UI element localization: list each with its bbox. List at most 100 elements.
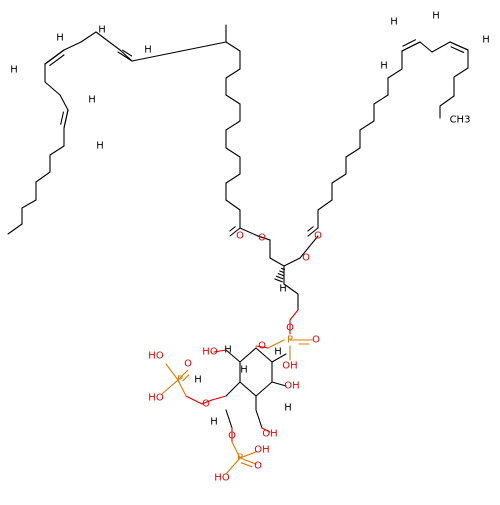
alkene-hydrogen-8: H [380,61,388,72]
bond-line-76 [283,283,299,295]
bond-line-37 [122,49,133,57]
bond-line-72 [269,257,285,267]
alkene-hydrogen-10: H [482,35,490,46]
bond-line-40 [63,109,69,129]
bond-line-116 [231,441,241,459]
bond-line-117 [239,457,257,465]
bond-line-22 [63,41,82,51]
bond-line-92 [239,347,257,363]
ring-hydrogen-1: H [224,345,232,356]
phosphorus-1: P [287,335,293,346]
bond-line-118 [240,462,253,468]
bond-line-21 [80,31,97,43]
ester-oxygen-right: O [302,253,310,264]
ester-oxygen-left: O [258,233,266,244]
bond-line-5 [225,147,241,158]
bond-line-26 [59,94,69,111]
bond-line-114 [225,409,233,429]
carbonyl-oxygen-left: O [236,231,244,242]
phosphate-hydroxyl-2b: HO [148,393,164,404]
bond-line-62 [439,95,455,107]
bond-line-120 [239,451,257,459]
bond-line-31 [35,171,51,183]
bond-line-41 [60,111,64,125]
bond-line-64 [307,227,319,237]
bond-line-99 [225,381,241,397]
alkene-hydrogen-9: H [432,11,440,22]
phosphoryl-oxygen-2: O [184,359,192,370]
bond-line-56 [419,41,433,53]
bond-line-15 [229,227,241,237]
bond-line-79 [257,235,271,241]
bond-line-95 [255,381,273,397]
bond-line-112 [165,363,179,381]
phosphoryl-oxygen-3: O [254,461,262,472]
bond-line-7 [225,120,241,131]
bond-line-17 [239,227,259,237]
ring-hydrogen-3: H [274,347,282,358]
phosphate-ester-oxygen-2: O [202,399,210,410]
bond-line-29 [49,145,65,156]
alkene-hydrogen-1: H [56,33,64,44]
alkene-hydrogen-3: H [98,25,106,36]
alkene-hydrogen-4: H [144,45,152,56]
bond-line-107 [201,399,213,405]
bond-line-69 [450,46,465,53]
phosphate-ester-oxygen-3: O [228,431,236,442]
bond-line-16 [229,226,236,232]
ring-hydrogen-2: H [240,365,248,376]
bond-line-110 [177,369,189,381]
terminal-methyl-right: CH3 [450,115,471,126]
bond-line-3 [225,173,241,184]
alkene-hydrogen-5: H [88,95,96,106]
bond-line-74 [299,235,319,259]
bond-line-103 [213,349,227,353]
bond-line-25 [44,81,61,96]
bond-line-97 [255,347,273,363]
bond-line-18 [131,41,227,62]
bond-line-80 [280,267,285,270]
ring-hydrogen-5: H [210,417,218,428]
bond-line-113 [161,379,179,395]
bond-line-35 [7,223,23,235]
bond-line-53 [387,68,403,79]
ring-hydrogen-6: H [194,375,202,386]
bond-line-108 [185,395,203,405]
bond-line-91 [255,345,269,349]
bond-line-36 [117,51,133,62]
alkene-hydrogen-2: H [10,65,18,76]
bond-line-106 [211,395,227,401]
bond-line-98 [225,349,241,363]
phosphate-hydroxyl-2a: HO [148,351,164,362]
bond-line-104 [255,409,263,429]
bond-line-90 [267,339,285,349]
phosphoryl-oxygen-1: O [312,335,320,346]
bond-line-60 [453,67,469,78]
phosphorus-2: P [177,375,183,386]
bond-line-38 [44,49,65,65]
bond-line-73 [283,257,301,267]
bond-line-68 [449,41,469,51]
bond-line-51 [373,94,389,105]
bond-line-33 [21,199,37,209]
bond-line-39 [49,54,65,66]
bond-line-94 [239,381,257,397]
alkene-hydrogen-7: H [390,17,398,28]
phosphorus-3: P [237,453,243,464]
carbonyl-oxygen-right: O [314,231,322,242]
ring-hydrogen-4: H [284,403,292,414]
bond-line-81 [279,270,285,274]
bond-line-43 [317,199,333,211]
bond-line-20 [95,31,121,51]
alkene-hydrogen-6: H [96,141,104,152]
bond-line-102 [271,353,287,363]
inositol-hydroxyl-1: HO [202,347,218,358]
bond-line-57 [431,41,451,53]
inositol-ether-oxygen: O [258,341,266,352]
bond-layer [7,24,469,475]
bond-line-101 [271,381,287,387]
bond-line-9 [225,94,241,105]
bond-line-82 [277,273,284,277]
bond-line-66 [401,41,421,52]
